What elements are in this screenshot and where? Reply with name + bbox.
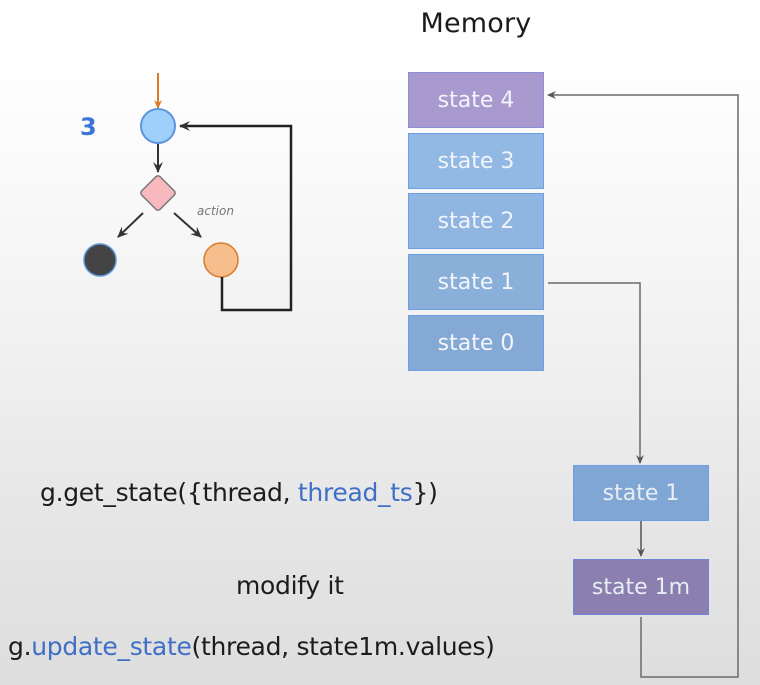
memory-state-4[interactable]: state 4 [408, 72, 544, 128]
edge-label-action: action [197, 204, 234, 218]
modified-state-box[interactable]: state 1m [573, 559, 709, 615]
retrieved-state-box[interactable]: state 1 [573, 465, 709, 521]
memory-state-3[interactable]: state 3 [408, 133, 544, 189]
modify-it-text: modify it [236, 571, 344, 600]
memory-state-2[interactable]: state 2 [408, 193, 544, 249]
decision-node [140, 175, 176, 211]
edge-decision-end [117, 212, 144, 238]
update-state-suffix: (thread, state1m.values) [191, 632, 495, 661]
get-state-suffix: }) [412, 478, 438, 507]
update-state-call: g.update_state(thread, state1m.values) [8, 632, 495, 661]
update-state-prefix: g. [8, 632, 32, 661]
update-state-highlight: update_state [31, 632, 192, 661]
step-number: 3 [80, 113, 97, 141]
edge-action-loop [179, 121, 293, 312]
get-state-highlight: thread_ts [297, 478, 413, 507]
entry-node [140, 108, 176, 144]
get-state-call: g.get_state({thread, thread_ts}) [40, 478, 438, 507]
edge-decision-action [173, 212, 202, 238]
memory-title: Memory [420, 8, 532, 39]
connector-modified-to-state4 [547, 91, 739, 678]
end-node [83, 243, 117, 277]
connector-state1-to-retrieved [548, 282, 644, 464]
action-node [203, 242, 239, 278]
get-state-prefix: g.get_state({thread, [40, 478, 298, 507]
memory-state-0[interactable]: state 0 [408, 315, 544, 371]
memory-state-1[interactable]: state 1 [408, 254, 544, 310]
